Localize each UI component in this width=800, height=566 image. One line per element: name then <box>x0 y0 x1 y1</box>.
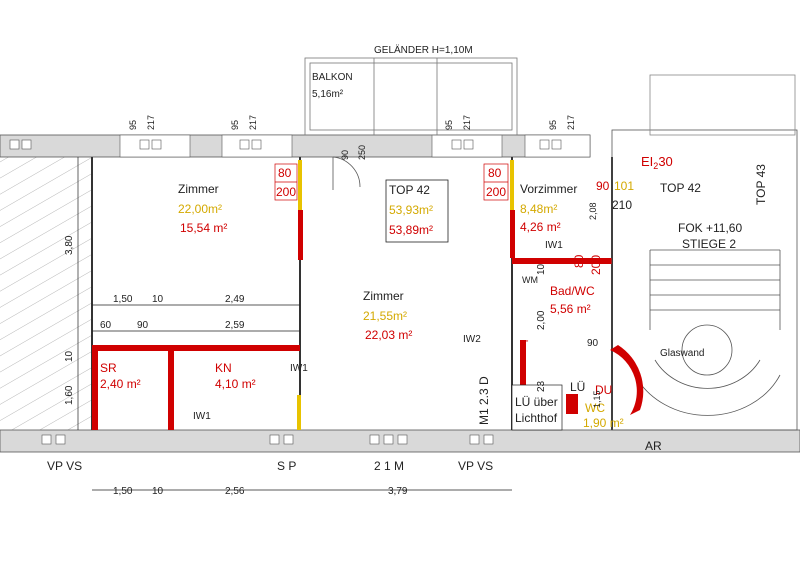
stair-core <box>611 74 798 431</box>
bottom-label-2: S P <box>277 459 296 473</box>
iw1-marker-a: IW1 <box>545 240 563 251</box>
zimmer1-name: Zimmer <box>178 182 219 196</box>
balcony-railing: GELÄNDER H=1,10M <box>374 44 473 56</box>
svg-text:95: 95 <box>128 120 138 130</box>
iw2-marker: IW2 <box>463 334 481 345</box>
badwc-name: Bad/WC <box>550 284 595 298</box>
bottom-window-symbols <box>41 434 494 445</box>
zimmer2-name: Zimmer <box>363 289 404 303</box>
balcony-area: 5,16m² <box>312 89 344 100</box>
bottom-label-3: 2 1 M <box>374 459 404 473</box>
balcony-door <box>332 156 361 190</box>
svg-text:80: 80 <box>278 166 292 180</box>
dim-200: 2,00 <box>536 310 547 330</box>
dim-160: 1,60 <box>64 385 75 405</box>
du-name: DU <box>595 383 612 397</box>
glaswand-red <box>610 345 644 415</box>
wc-name: WC <box>585 401 605 415</box>
vorzimmer-area-red: 4,26 m² <box>520 220 561 234</box>
dim-v10: 10 <box>64 350 75 362</box>
kn-name: KN <box>215 361 232 375</box>
bottom-label-1: VP VS <box>47 459 82 473</box>
stair-fok: FOK +11,60 <box>678 221 742 235</box>
svg-text:200: 200 <box>486 185 506 199</box>
dim-259: 2,59 <box>225 320 245 331</box>
dim-23: 23 <box>536 380 547 392</box>
bottom-dim-256: 2,56 <box>225 486 245 497</box>
door-tags: 80 200 80 200 90 101 210 2,08 <box>274 163 634 220</box>
top-window-symbols <box>9 139 562 150</box>
sr-name: SR <box>100 361 117 375</box>
zimmer1-area-yellow: 22,00m² <box>178 202 222 216</box>
svg-text:217: 217 <box>146 115 156 130</box>
bottom-dim-379: 3,79 <box>388 486 408 497</box>
door-200-vert: 200 <box>589 255 603 275</box>
top42-box <box>385 179 449 243</box>
balcony-name: BALKON <box>312 72 353 83</box>
lue-lichthof-2: Lichthof <box>515 411 558 425</box>
badwc-area: 5,56 m² <box>550 302 591 316</box>
svg-text:2,08: 2,08 <box>588 202 598 220</box>
hatched-shaft <box>0 155 92 430</box>
svg-text:95: 95 <box>548 120 558 130</box>
svg-text:101: 101 <box>614 179 634 193</box>
svg-text:210: 210 <box>612 198 632 212</box>
stair-top42: TOP 42 <box>660 181 701 195</box>
top-window-dims: 95 217 95 217 90 250 95 217 95 217 <box>128 115 576 160</box>
svg-text:250: 250 <box>357 145 367 160</box>
red-walls <box>92 210 612 430</box>
dim-60: 60 <box>100 320 112 331</box>
iw1-marker-b: IW1 <box>290 363 308 374</box>
bottom-dim-150: 1,50 <box>113 486 133 497</box>
bottom-label-4: VP VS <box>458 459 493 473</box>
yellow-walls <box>297 160 514 430</box>
svg-text:90: 90 <box>596 179 610 193</box>
zimmer2-area-red: 22,03 m² <box>365 328 412 342</box>
wc-area: 1,90 m² <box>583 416 624 430</box>
svg-text:217: 217 <box>248 115 258 130</box>
top42-area-yellow: 53,93m² <box>389 203 433 217</box>
top42-label: TOP 42 <box>389 183 430 197</box>
m1-marker: M1 2.3 D <box>477 376 491 425</box>
lue-lichthof-1: LÜ über <box>515 395 558 409</box>
dim-380: 3,80 <box>64 235 75 255</box>
lue-marker: LÜ <box>570 380 585 394</box>
zimmer2-area-yellow: 21,55m² <box>363 309 407 323</box>
svg-text:80: 80 <box>488 166 502 180</box>
dim-v10b: 10 <box>536 263 547 275</box>
dim-lines <box>77 157 512 491</box>
svg-text:95: 95 <box>230 120 240 130</box>
t-marker: T <box>521 338 529 352</box>
glaswand-label: Glaswand <box>660 348 704 359</box>
ei30-label: EI230 <box>641 154 673 171</box>
vorzimmer-name: Vorzimmer <box>520 182 577 196</box>
zimmer1-area-red: 15,54 m² <box>180 221 227 235</box>
svg-text:90: 90 <box>340 150 350 160</box>
kn-area: 4,10 m² <box>215 377 256 391</box>
lue-lichthof-box <box>511 384 563 431</box>
svg-text:217: 217 <box>566 115 576 130</box>
dim-90b: 90 <box>587 338 599 349</box>
door-80-vert: 80 <box>572 254 586 268</box>
balcony <box>304 57 518 136</box>
stair-top43: TOP 43 <box>754 164 768 205</box>
wm-marker: WM <box>522 275 538 285</box>
ar-label: AR <box>645 439 662 453</box>
dim-10: 10 <box>152 294 164 305</box>
dim-249: 2,49 <box>225 294 245 305</box>
sr-area: 2,40 m² <box>100 377 141 391</box>
vorzimmer-area-yellow: 8,48m² <box>520 202 557 216</box>
svg-text:95: 95 <box>444 120 454 130</box>
svg-text:217: 217 <box>462 115 472 130</box>
bottom-dim-10: 10 <box>152 486 164 497</box>
dim-115: 1,15 <box>592 390 602 408</box>
dim-150: 1,50 <box>113 294 133 305</box>
stair-name: STIEGE 2 <box>682 237 736 251</box>
svg-text:200: 200 <box>276 185 296 199</box>
dim-90: 90 <box>137 320 149 331</box>
iw1-marker-c: IW1 <box>193 411 211 422</box>
top42-area-red: 53,89m² <box>389 223 433 237</box>
